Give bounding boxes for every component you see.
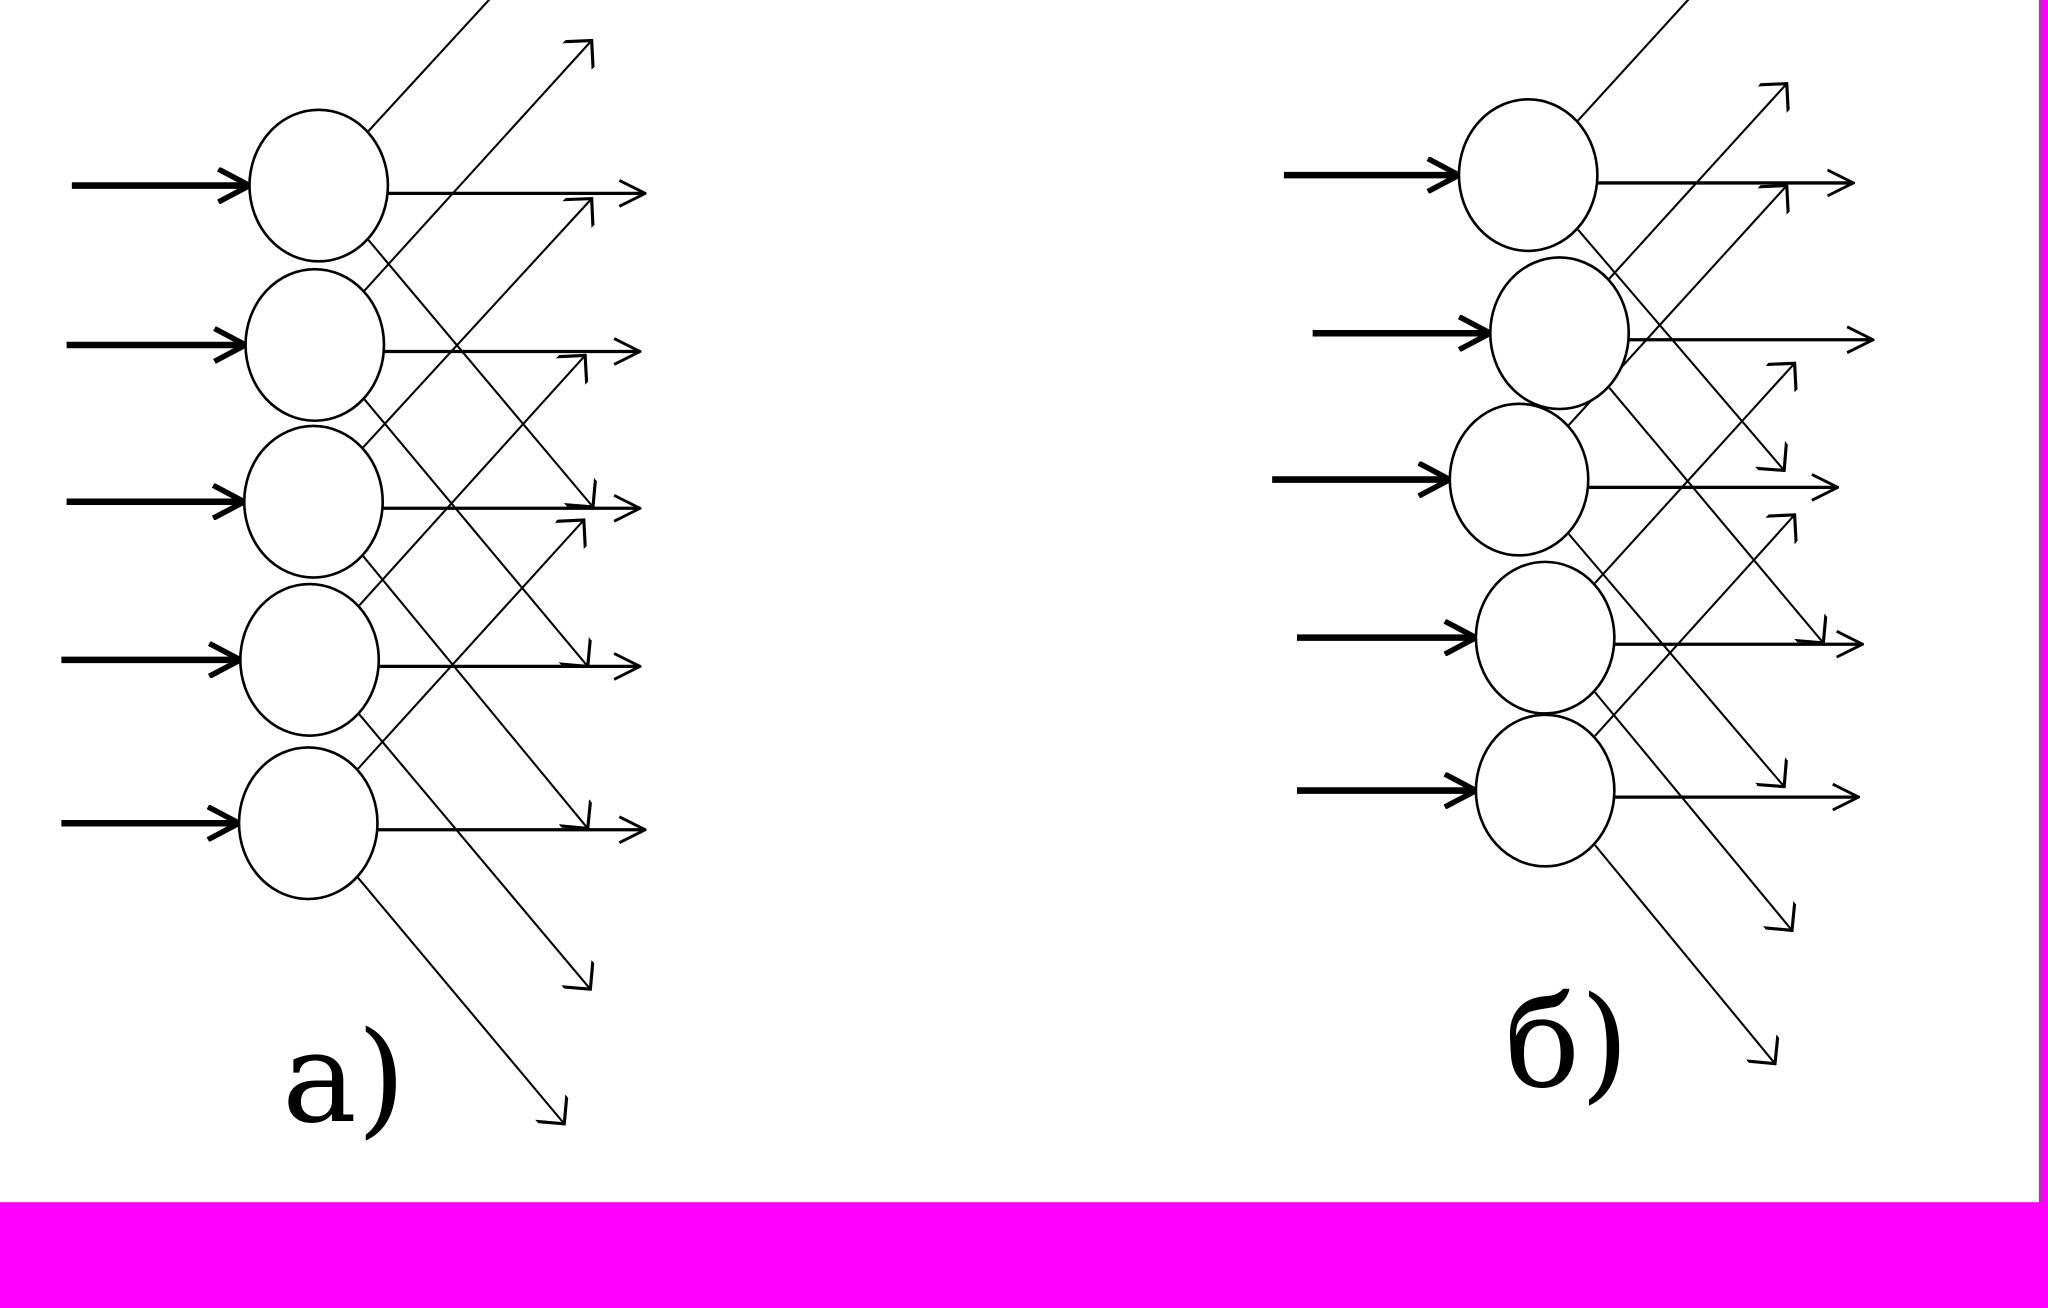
a-diag-down-3	[362, 555, 587, 828]
diagram-b-diagonals	[1568, 0, 1823, 1064]
diagram-a-nodes	[237, 108, 390, 901]
b-neuron-2	[1488, 256, 1631, 411]
diagram-a-diagonals	[357, 0, 593, 1124]
a-neuron-5	[237, 746, 379, 901]
diagram-b-inputs	[1272, 175, 1490, 790]
b-diag-up-1	[1577, 0, 1690, 122]
b-neuron-5	[1474, 713, 1616, 868]
b-diag-down-4	[1594, 691, 1792, 930]
a-diag-up-2	[363, 41, 592, 292]
a-diag-down-1	[367, 239, 593, 507]
a-diag-up-3	[362, 199, 591, 448]
a-diag-up-5	[357, 520, 584, 770]
diagram-b-nodes	[1448, 98, 1631, 868]
b-diag-up-2	[1608, 84, 1786, 280]
b-neuron-3	[1448, 402, 1590, 557]
a-neuron-3	[242, 424, 384, 579]
diagram-a-inputs	[61, 186, 249, 824]
b-diag-up-4	[1594, 363, 1795, 584]
a-neuron-2	[244, 267, 386, 423]
b-diag-up-5	[1594, 515, 1795, 737]
diagram-b-outputs	[1588, 183, 1873, 797]
b-diag-down-2	[1608, 387, 1823, 643]
b-neuron-4	[1474, 560, 1616, 715]
b-diag-down-3	[1568, 533, 1784, 787]
diagram-a: а)	[61, 0, 645, 1151]
b-diag-down-1	[1577, 228, 1784, 471]
b-neuron-1	[1457, 98, 1599, 253]
b-diag-down-5	[1594, 844, 1775, 1064]
a-diag-down-4	[358, 713, 590, 989]
a-neuron-4	[239, 582, 381, 737]
a-diag-down-5	[357, 877, 564, 1124]
a-diag-up-4	[358, 355, 585, 607]
a-neuron-1	[248, 108, 390, 263]
diagram-b-label: б)	[1505, 970, 1629, 1116]
diagram-a-label: а)	[282, 1005, 406, 1151]
a-diag-down-2	[363, 398, 588, 667]
diagram-b: б)	[1272, 0, 1873, 1116]
a-diag-up-1	[367, 0, 491, 132]
